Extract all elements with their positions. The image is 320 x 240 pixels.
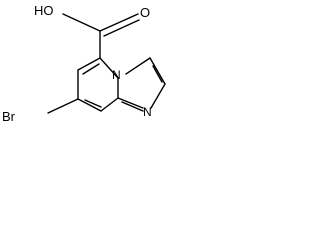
bond-carboxyl-double-bond-b [103, 19, 140, 37]
bromine-label: Br [2, 109, 16, 124]
bond-bridge-nitrogen-to-imidazole-top [125, 57, 151, 75]
bond-imidazole-inner-double-lower [121, 101, 144, 112]
bond-imidazole-nitrogen-to-bridge-carbon [117, 97, 144, 109]
bridge-nitrogen-label: N [112, 68, 121, 82]
bond-ring-to-bromine [47, 98, 79, 114]
bond-ring-bottom-to-bridge-carbon [100, 97, 119, 112]
bond-imidazole-top-to-right [149, 57, 166, 85]
bond-bridge-nitrogen-to-ring-top [99, 57, 119, 79]
hydroxyl-label: HO [34, 3, 54, 18]
bond-inner-double-upper [82, 63, 100, 75]
bond-carboxyl-double-bond-a [99, 13, 139, 32]
chemical-structure-diagram: HO O N N Br [2, 3, 166, 124]
bond-imidazole-inner-double-upper [152, 65, 163, 83]
bond-imidazole-right-to-nitrogen [150, 83, 166, 109]
bond-carboxyl-carbon-to-hydroxyl [62, 13, 101, 32]
imidazole-nitrogen-label: N [143, 105, 152, 119]
bond-inner-double-lower [84, 99, 102, 108]
bond-ring-top-to-left-upper [77, 57, 101, 71]
carbonyl-oxygen-label: O [140, 5, 150, 20]
bond-ring-left-lower-to-bottom [77, 98, 102, 112]
